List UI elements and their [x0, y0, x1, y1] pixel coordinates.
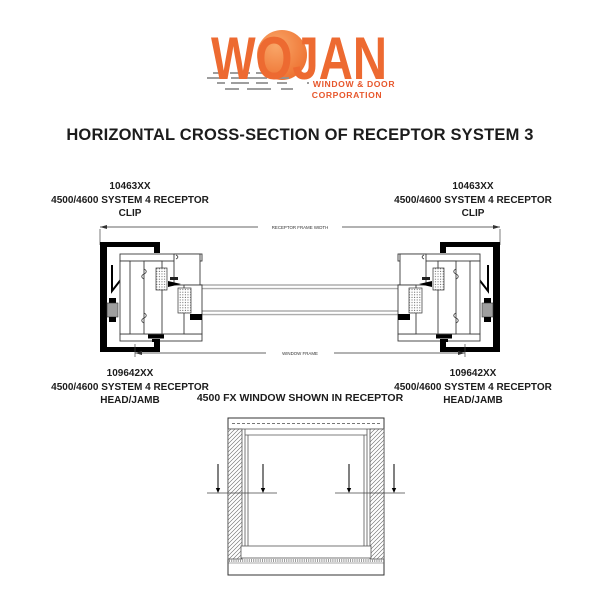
- receptor-jamb-section-right: [397, 228, 501, 353]
- glass-unit: [192, 284, 408, 316]
- label-receptor-headjamb-left: 109642XX 4500/4600 SYSTEM 4 RECEPTOR HEA…: [20, 367, 240, 408]
- part-number: 10463XX: [452, 181, 494, 192]
- part-system: 4500/4600 SYSTEM 4 RECEPTOR: [51, 194, 209, 206]
- section-cut-right: [335, 464, 405, 494]
- window-elevation-drawing: [207, 417, 405, 576]
- part-number: 10463XX: [109, 181, 151, 192]
- part-component: CLIP: [461, 208, 485, 219]
- logo-brand-text: WOJAN: [211, 25, 387, 92]
- part-component: CLIP: [118, 208, 142, 219]
- window-frame-lines: [244, 429, 368, 546]
- dimension-window-frame: WINDOW FRAME: [134, 344, 466, 357]
- label-receptor-headjamb-right: 109642XX 4500/4600 SYSTEM 4 RECEPTOR HEA…: [363, 367, 583, 408]
- jamb-hatch-right: [369, 428, 385, 560]
- sun-icon: [257, 30, 307, 80]
- label-receptor-clip-right: 10463XX 4500/4600 SYSTEM 4 RECEPTOR CLIP: [363, 180, 583, 221]
- elevation-caption: 4500 FX WINDOW SHOWN IN RECEPTOR: [196, 392, 404, 404]
- bottom-rail: [240, 545, 372, 559]
- part-system: 4500/4600 SYSTEM 4 RECEPTOR: [394, 194, 552, 206]
- part-number: 109642XX: [106, 368, 154, 379]
- part-system: 4500/4600 SYSTEM 4 RECEPTOR: [394, 381, 552, 393]
- label-receptor-clip-left: 10463XX 4500/4600 SYSTEM 4 RECEPTOR CLIP: [20, 180, 240, 221]
- part-component: HEAD/JAMB: [443, 395, 503, 406]
- cross-section-drawing: RECEPTOR FRAME WIDTH WINDOW FRAME: [99, 225, 501, 357]
- part-component: HEAD/JAMB: [100, 395, 160, 406]
- dimension-receptor-frame-width: RECEPTOR FRAME WIDTH: [100, 225, 500, 230]
- part-system: 4500/4600 SYSTEM 4 RECEPTOR: [51, 381, 209, 393]
- receptor-jamb-section-left: [99, 229, 203, 352]
- logo-tagline-line1: WINDOW & DOOR: [313, 79, 395, 89]
- section-cut-left: [207, 464, 277, 494]
- dimension-bottom-label: WINDOW FRAME: [282, 351, 318, 356]
- water-waves-icon: [207, 72, 317, 90]
- jamb-hatch-left: [227, 428, 243, 560]
- part-number: 109642XX: [449, 368, 497, 379]
- logo-tagline-line2: CORPORATION: [312, 90, 382, 100]
- dimension-top-label: RECEPTOR FRAME WIDTH: [272, 225, 329, 230]
- page-title: HORIZONTAL CROSS-SECTION OF RECEPTOR SYS…: [66, 126, 534, 144]
- wojan-logo: WOJAN WINDOW & DOOR CORPORATION: [207, 25, 395, 100]
